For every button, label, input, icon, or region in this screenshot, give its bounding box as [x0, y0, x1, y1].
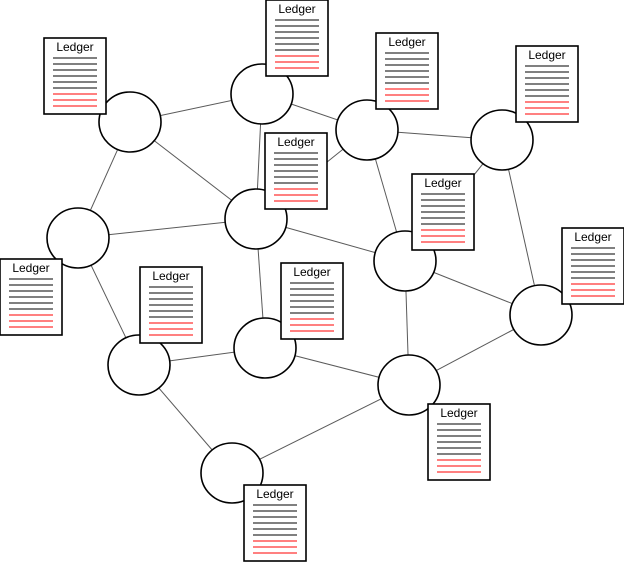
ledger-document: Ledger [243, 484, 307, 562]
ledger-document: Ledger [264, 132, 328, 210]
ledger-document: Ledger [265, 0, 329, 77]
ledger-title: Ledger [256, 487, 293, 501]
network-node [377, 354, 441, 416]
ledger-title: Ledger [388, 35, 425, 49]
ledger-title: Ledger [528, 48, 565, 62]
ledger-title: Ledger [12, 261, 49, 275]
ledger-title: Ledger [152, 269, 189, 283]
ledger-title: Ledger [440, 406, 477, 420]
network-node [509, 284, 573, 346]
ledger-title: Ledger [278, 2, 315, 16]
ledger-document: Ledger [43, 37, 107, 115]
ledger-title: Ledger [574, 230, 611, 244]
ledger-title: Ledger [424, 176, 461, 190]
network-node [230, 63, 294, 125]
ledger-document: Ledger [411, 173, 475, 251]
ledger-title: Ledger [277, 135, 314, 149]
ledger-document: Ledger [280, 262, 344, 340]
network-node [98, 91, 162, 153]
ledger-title: Ledger [293, 265, 330, 279]
ledger-document: Ledger [375, 32, 439, 110]
ledger-document: Ledger [0, 258, 63, 336]
ledger-document: Ledger [561, 227, 624, 305]
network-node [470, 109, 534, 171]
ledger-document: Ledger [139, 266, 203, 344]
network-node [46, 207, 110, 269]
network-nodes [46, 63, 573, 504]
network-node [335, 99, 399, 161]
ledger-title: Ledger [56, 40, 93, 54]
ledger-document: Ledger [515, 45, 579, 123]
ledger-document: Ledger [427, 403, 491, 481]
network-edge [231, 384, 410, 474]
network-node [107, 334, 171, 396]
